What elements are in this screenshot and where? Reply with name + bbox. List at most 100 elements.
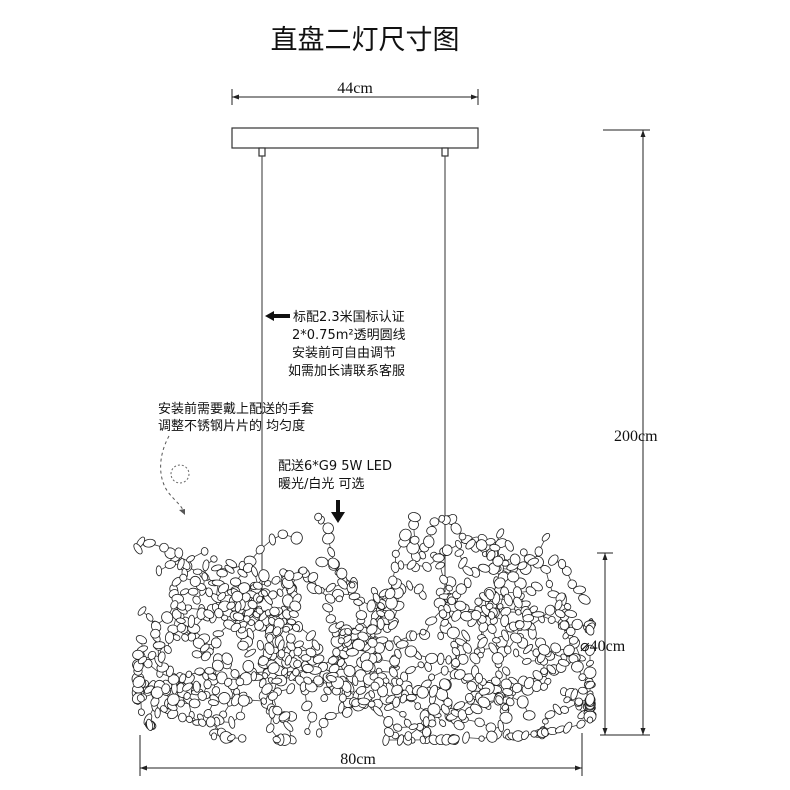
- crystal-disc: [435, 561, 445, 570]
- crystal-disc: [458, 532, 467, 541]
- crystal-disc: [303, 676, 313, 685]
- crystal-disc: [182, 682, 193, 692]
- left-arrow-icon: [265, 311, 290, 321]
- crystal-disc: [150, 628, 161, 639]
- crystal-disc: [194, 667, 205, 676]
- crystal-disc: [453, 701, 466, 710]
- crystal-disc: [395, 678, 404, 686]
- crystal-disc: [237, 734, 247, 743]
- crystal-disc: [531, 611, 545, 618]
- crystal-disc: [586, 716, 594, 724]
- crystal-disc: [504, 540, 514, 552]
- crystal-disc: [242, 660, 255, 673]
- crystal-disc: [203, 709, 213, 719]
- total-height-label: 200cm: [614, 428, 658, 445]
- crystal-disc: [161, 611, 174, 624]
- crystal-disc: [284, 570, 295, 581]
- crystal-disc: [407, 512, 421, 523]
- crystal-disc: [422, 561, 432, 572]
- crystal-disc: [446, 626, 460, 639]
- crystal-disc: [383, 716, 394, 728]
- crystal-disc: [414, 702, 422, 710]
- cable-note-line-3: 安装前可自由调节: [292, 345, 396, 361]
- crystal-disc: [318, 717, 329, 729]
- crystal-disc: [557, 658, 570, 667]
- crystal-disc: [392, 696, 401, 708]
- crystal-disc: [226, 601, 236, 610]
- crystal-disc: [324, 711, 337, 721]
- crystal-disc: [292, 668, 300, 677]
- crystal-disc: [464, 693, 474, 703]
- crystal-disc: [542, 718, 549, 725]
- crystal-disc: [573, 585, 586, 595]
- crystal-disc: [440, 704, 450, 715]
- crystal-disc: [393, 723, 403, 732]
- crystal-disc: [163, 645, 172, 654]
- crystal-disc: [145, 613, 154, 622]
- crystal-disc: [366, 624, 378, 635]
- crystal-disc: [474, 597, 483, 606]
- crystal-disc: [500, 606, 512, 617]
- crystal-disc: [578, 594, 591, 605]
- crystal-disc: [443, 604, 451, 614]
- crystal-disc: [491, 652, 504, 665]
- crystal-disc: [438, 609, 448, 619]
- crystal-disc: [585, 624, 595, 636]
- crystal-disc: [263, 580, 272, 587]
- crystal-disc: [516, 695, 529, 709]
- crystal-disc: [425, 652, 439, 664]
- crystal-disc: [474, 672, 484, 684]
- crystal-disc: [327, 557, 340, 570]
- crystal-disc: [277, 649, 286, 659]
- crystal-disc: [335, 595, 343, 603]
- crystal-disc: [462, 731, 470, 744]
- crystal-disc: [439, 719, 447, 727]
- crystal-disc: [406, 559, 417, 570]
- crystal-disc: [541, 727, 549, 737]
- down-arrow-icon: [331, 500, 345, 523]
- crystal-disc: [530, 730, 538, 738]
- crystal-disc: [477, 651, 484, 659]
- crystal-disc: [137, 656, 148, 665]
- crystal-disc: [201, 651, 211, 662]
- crystal-disc: [568, 636, 579, 645]
- crystal-disc: [345, 648, 359, 657]
- crystal-disc: [210, 637, 222, 649]
- crystal-disc: [545, 579, 554, 589]
- crystal-disc: [499, 711, 513, 724]
- crystal-disc: [388, 575, 398, 586]
- crystal-disc: [224, 677, 233, 687]
- crystal-disc: [397, 560, 405, 570]
- crystal-disc: [167, 693, 180, 706]
- crystal-disc: [417, 661, 425, 669]
- cable-note: 标配2.3米国标认证 2*0.75m²透明圆线 安装前可自由调节 如需加长请联系…: [265, 310, 406, 379]
- crystal-disc: [570, 688, 578, 701]
- crystal-disc: [547, 615, 556, 624]
- crystal-disc: [447, 734, 460, 745]
- crystal-disc: [413, 583, 424, 595]
- crystal-disc: [500, 614, 510, 628]
- crystal-disc: [492, 555, 504, 567]
- crystal-disc: [203, 609, 215, 619]
- crystal-disc: [244, 648, 257, 658]
- crystal-disc: [478, 563, 491, 573]
- lamp-height-dimension: ⌀40cm: [580, 552, 626, 735]
- crystal-disc: [478, 621, 489, 633]
- crystal-disc: [515, 609, 522, 616]
- crystal-disc: [312, 654, 325, 664]
- crystal-disc: [355, 686, 367, 695]
- crystal-disc: [320, 694, 329, 703]
- crystal-disc: [423, 535, 435, 548]
- crystal-disc: [492, 637, 501, 644]
- crystal-disc: [489, 543, 501, 552]
- crystal-disc: [497, 719, 505, 733]
- crystal-disc: [327, 547, 336, 558]
- crystal-disc: [232, 612, 245, 622]
- crystal-disc: [315, 728, 323, 738]
- crystal-disc: [286, 683, 296, 695]
- crystal-disc: [214, 608, 224, 619]
- crystal-cluster: [131, 512, 597, 746]
- crystal-disc: [439, 678, 451, 691]
- crystal-disc: [424, 661, 432, 672]
- crystal-disc: [383, 727, 395, 737]
